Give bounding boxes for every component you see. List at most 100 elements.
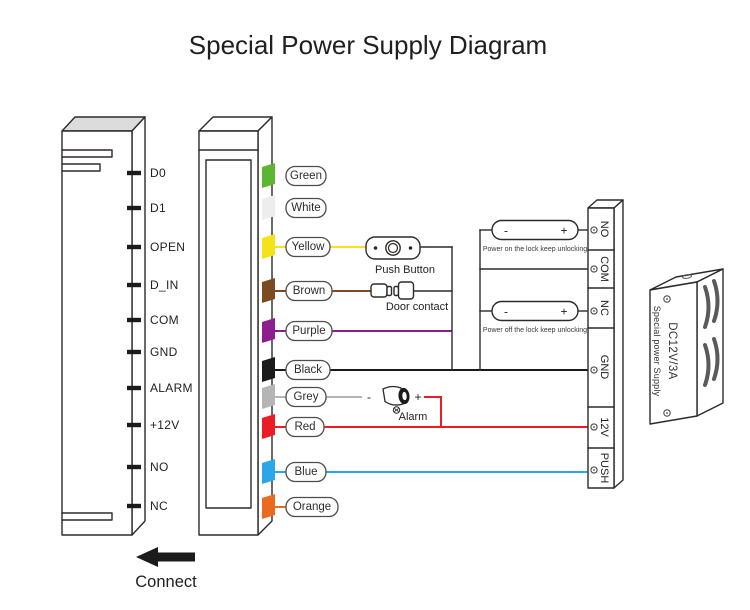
wire-pill-white: [285, 197, 327, 219]
controller-terminal-pins: [127, 170, 141, 509]
wire-label-brown: Brown: [293, 285, 326, 297]
vent-slot-icon: [703, 343, 711, 387]
wire-label-yellow: Yellow: [292, 241, 326, 253]
wire-tab-green: [262, 163, 275, 188]
push-button-ring-outer: [385, 240, 401, 256]
terminal-pin: [127, 282, 141, 288]
power-supply-front-face: [649, 281, 698, 425]
terminal-label-nc: NC: [150, 499, 168, 513]
push-button-icon: [365, 236, 421, 260]
controller-side-face: [131, 116, 146, 536]
wire-pill-red: [285, 416, 325, 438]
push-button-label: Push Button: [375, 264, 435, 276]
screw-dot: [593, 268, 595, 270]
screw-dot: [666, 298, 668, 300]
lock-plus-sign: +: [560, 305, 567, 319]
alarm-plus-sign: +: [414, 390, 421, 404]
block-label-com: COM: [598, 256, 610, 282]
lock-symbol: [491, 300, 579, 322]
wire-label-green: Green: [290, 170, 322, 182]
door-contact-body-left: [370, 283, 388, 298]
controller-top-slot: [61, 149, 113, 158]
terminal-label-12v: +12V: [150, 418, 180, 432]
block-label-12v: 12V: [598, 417, 610, 437]
terminal-label-d0: D0: [150, 166, 166, 180]
wire-tabs: [262, 163, 275, 519]
wire-label-white: White: [291, 202, 320, 214]
wire-tab-red: [262, 414, 275, 439]
terminal-pin: [127, 422, 141, 428]
wire-pill-purple: [285, 320, 333, 342]
connector-front-face: [198, 130, 259, 536]
terminal-label-com: COM: [150, 313, 179, 327]
connector-inner-panel: [205, 159, 252, 509]
power-supply-top-hole: [682, 274, 692, 279]
alarm-minus-sign: -: [367, 390, 371, 404]
terminal-label-d-in: D_IN: [150, 278, 179, 292]
controller-terminal-labels: D0 D1 OPEN D_IN COM GND ALARM +12V NO NC: [150, 166, 193, 513]
page-title: Special Power Supply Diagram: [189, 30, 547, 60]
lock-plus-sign: +: [560, 224, 567, 238]
terminal-block-front-face: [587, 207, 615, 489]
screw-dot: [593, 229, 595, 231]
terminal-screws: [590, 226, 598, 474]
controller-bottom-slot: [61, 512, 113, 521]
connect-label: Connect: [135, 573, 197, 591]
lock-minus-sign: -: [504, 224, 508, 238]
vent-slot-icon: [712, 279, 720, 323]
push-button-ring-inner: [387, 242, 399, 254]
controller-front-face: [61, 130, 133, 536]
wire-tab-purple: [262, 318, 275, 343]
power-supply: DC12V/3A Special power Supply: [649, 268, 724, 425]
lock-minus-sign: -: [504, 305, 508, 319]
wire-pill-brown: [285, 280, 333, 302]
block-label-no: NO: [598, 221, 610, 238]
screw-dot: [593, 369, 595, 371]
wire-pill-yellow: [285, 236, 331, 258]
terminal-block-labels: NO COM NC GND 12V PUSH: [598, 221, 610, 484]
wire-label-purple: Purple: [292, 325, 325, 337]
block-label-push: PUSH: [598, 453, 610, 484]
terminal-pin: [127, 205, 141, 211]
wiring-connector: [198, 116, 275, 536]
screw-dot: [593, 469, 595, 471]
wire-tab-white: [262, 195, 275, 220]
terminal-label-d1: D1: [150, 201, 166, 215]
terminal-label-open: OPEN: [150, 240, 185, 254]
vent-slot-icon: [703, 285, 711, 329]
terminal-pin: [127, 349, 141, 355]
wire-tab-orange: [262, 494, 275, 519]
block-label-nc: NC: [598, 300, 610, 316]
wire-label-blue: Blue: [294, 466, 317, 478]
screw-dot: [593, 426, 595, 428]
lock-note-caption: Power on the lock keep unlocking: [483, 246, 587, 253]
door-contact-body-right: [397, 281, 415, 300]
connect-indicator: Connect: [135, 547, 197, 591]
alarm: - + Alarm: [367, 385, 428, 423]
door-contact: Door contact: [370, 281, 448, 313]
access-controller: D0 D1 OPEN D_IN COM GND ALARM +12V NO NC: [61, 116, 193, 536]
wire-pill-green: [285, 165, 327, 187]
terminal-label-alarm: ALARM: [150, 381, 193, 395]
terminal-pin: [127, 385, 141, 391]
wire-label-red: Red: [294, 421, 315, 433]
lock-symbol: [491, 219, 579, 241]
alarm-horn-icon: [382, 385, 404, 406]
left-arrow-icon: [136, 547, 195, 567]
wire-label-black: Black: [294, 364, 322, 376]
power-supply-model: DC12V/3A: [666, 322, 678, 380]
screw-dot: [593, 310, 595, 312]
push-button: Push Button: [365, 236, 435, 276]
power-supply-side-face: [696, 268, 724, 417]
terminal-label-gnd: GND: [150, 345, 178, 359]
wire-tab-grey: [262, 384, 275, 409]
alarm-label: Alarm: [399, 411, 428, 423]
terminal-pin: [127, 244, 141, 250]
wire-label-orange: Orange: [293, 501, 331, 513]
terminal-block: NO COM NC GND 12V PUSH: [587, 199, 624, 489]
wire-pill-black: [285, 359, 331, 381]
lock-note-caption: Power off the lock keep unlocking: [483, 327, 587, 334]
terminal-pin: [127, 503, 141, 509]
